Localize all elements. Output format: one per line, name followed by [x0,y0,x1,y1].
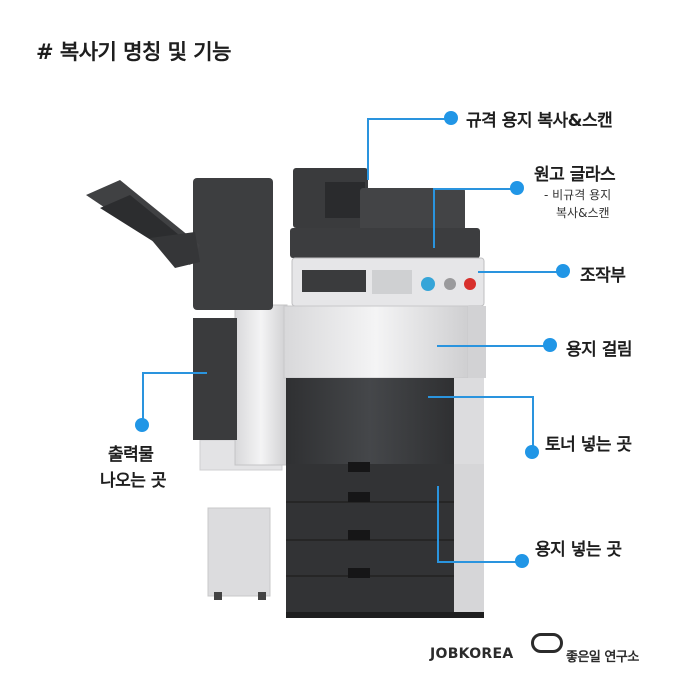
callout-line-jam [437,345,549,347]
label-output-line2: 나오는 곳 [100,471,166,491]
callout-dot-toner [525,445,539,459]
label-output-line1: 출력물 [108,445,154,465]
callout-line-glass-vertical [433,188,435,248]
label-paper: 용지 넣는 곳 [535,540,622,560]
callout-line-panel [478,271,562,273]
callout-line-output [142,372,207,374]
label-glass-sub1: - 비규격 용지 [544,188,612,202]
callout-dot-glass [510,181,524,195]
callout-line-toner [428,396,532,398]
finisher-unit [86,178,288,466]
callout-dot-standard-copy [444,111,458,125]
label-glass: 원고 글라스 [534,165,616,185]
label-glass-sub2: 복사&스캔 [556,206,610,220]
callout-line-output-vertical [142,372,144,424]
callout-line-paper-horizontal [437,561,521,563]
brand-lab: 좋은일 연구소 [566,650,639,665]
label-panel: 조작부 [580,266,626,286]
callout-line-glass [433,188,516,190]
label-jam: 용지 걸림 [566,340,632,360]
callout-dot-panel [556,264,570,278]
callout-dot-output [135,418,149,432]
label-toner: 토너 넣는 곳 [545,435,632,455]
callout-dot-paper [515,554,529,568]
label-standard-copy: 규격 용지 복사&스캔 [466,111,613,131]
jobkorea-logo-icon [531,633,563,653]
callout-line-standard-copy [367,118,450,120]
callout-line-standard-copy-vertical [367,118,369,180]
callout-line-toner-vertical [532,396,534,452]
copier-main-body [283,168,486,618]
page-title: # 복사기 명칭 및 기능 [36,40,231,64]
callout-line-paper [437,486,439,562]
brand-jobkorea: JOBKOREA [430,646,514,662]
callout-dot-jam [543,338,557,352]
